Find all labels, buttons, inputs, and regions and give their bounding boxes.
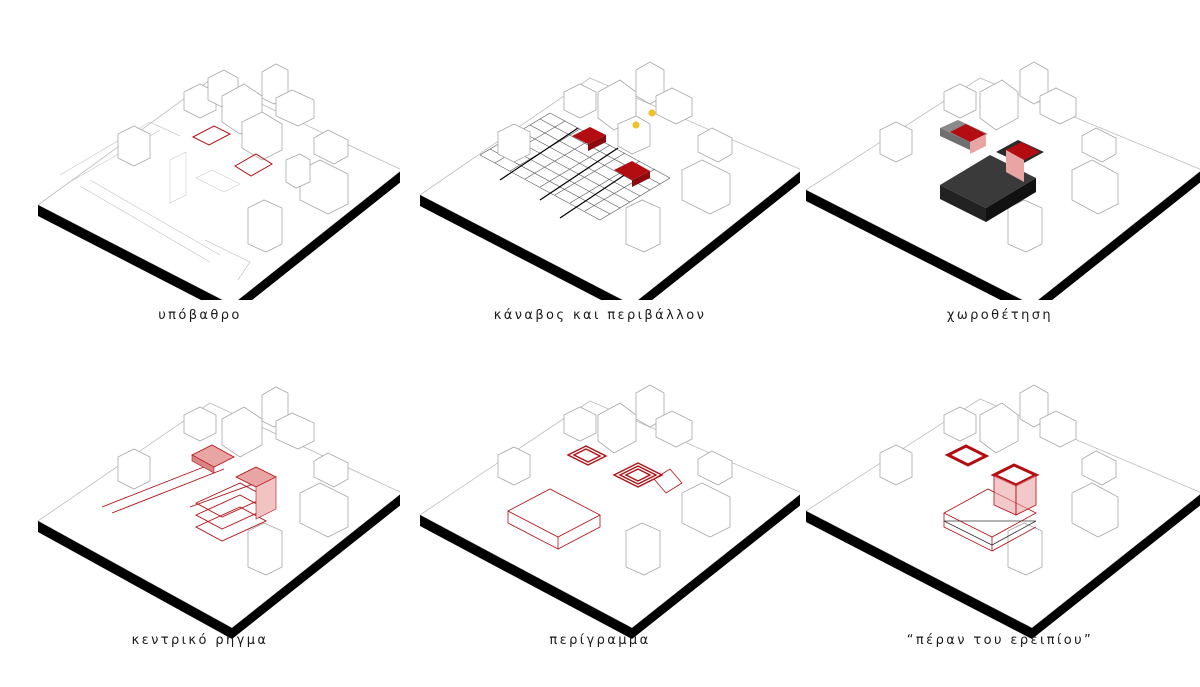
panel-caption: κάναβος και περιβάλλον — [493, 308, 707, 323]
panel-caption: κεντρικό ρήγμα — [131, 633, 269, 648]
context-buildings — [879, 61, 1119, 253]
context-buildings — [879, 384, 1119, 576]
outline-frames — [566, 445, 664, 488]
axonometric-site-plan — [37, 386, 400, 639]
panel-caption: περίγραμμα — [549, 633, 651, 648]
panel-caption: “πέραν του ερειπίου” — [906, 633, 1094, 648]
site-outline — [191, 125, 273, 177]
diagram-panel-1: υπόβαθρο — [0, 0, 400, 343]
red-tower — [993, 474, 1037, 516]
axonometric-site-plan — [37, 63, 400, 300]
context-buildings — [117, 386, 349, 576]
diagram-panel-6: “πέραν του ερειπίου” — [800, 343, 1200, 686]
context-buildings — [497, 61, 733, 253]
ruin-building — [943, 488, 1037, 552]
red-volumes — [191, 444, 277, 520]
site-base — [37, 79, 400, 300]
diagram-panel-3: χωροθέτηση — [800, 0, 1200, 343]
axonometric-site-plan — [419, 61, 800, 300]
view-points — [632, 109, 656, 129]
diagram-panel-4: κεντρικό ρήγμα — [0, 343, 400, 686]
site-volumes — [572, 127, 650, 187]
axonometric-site-plan — [805, 384, 1200, 639]
diagram-panel-5: περίγραμμα — [400, 343, 800, 686]
context-buildings — [497, 384, 733, 576]
panel-caption: υπόβαθρο — [158, 308, 242, 323]
diagram-panel-2: κάναβος και περιβάλλον — [400, 0, 800, 343]
context-buildings — [117, 63, 349, 253]
red-volumes — [950, 124, 1040, 182]
axonometric-site-plan — [419, 384, 800, 639]
outline-building — [507, 468, 683, 550]
panel-caption: χωροθέτηση — [946, 308, 1054, 323]
ghost-volumes — [169, 151, 241, 204]
axonometric-site-plan — [805, 61, 1200, 300]
